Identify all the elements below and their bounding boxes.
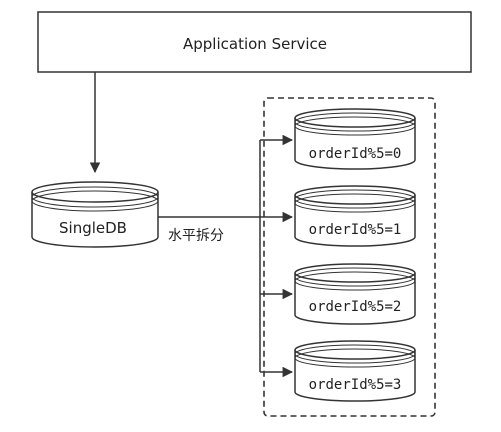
application-service-label: Application Service [183,35,327,53]
shard-db-3: orderId%5=3 [294,340,416,402]
split-label: 水平拆分 [168,228,224,244]
shard-label-2: orderId%5=2 [309,299,402,315]
shard-group-border [263,97,436,417]
single-db-label: SingleDB [59,219,127,237]
shard-label-0: orderId%5=0 [309,146,402,162]
shard-db-0: orderId%5=0 [294,108,416,170]
shard-label-3: orderId%5=3 [309,377,402,393]
shard-db-1: orderId%5=1 [294,185,416,247]
shard-db-2: orderId%5=2 [294,263,416,325]
shard-label-1: orderId%5=1 [309,222,402,238]
single-db-cylinder: SingleDB [31,181,159,248]
application-service-box: Application Service [37,11,472,73]
